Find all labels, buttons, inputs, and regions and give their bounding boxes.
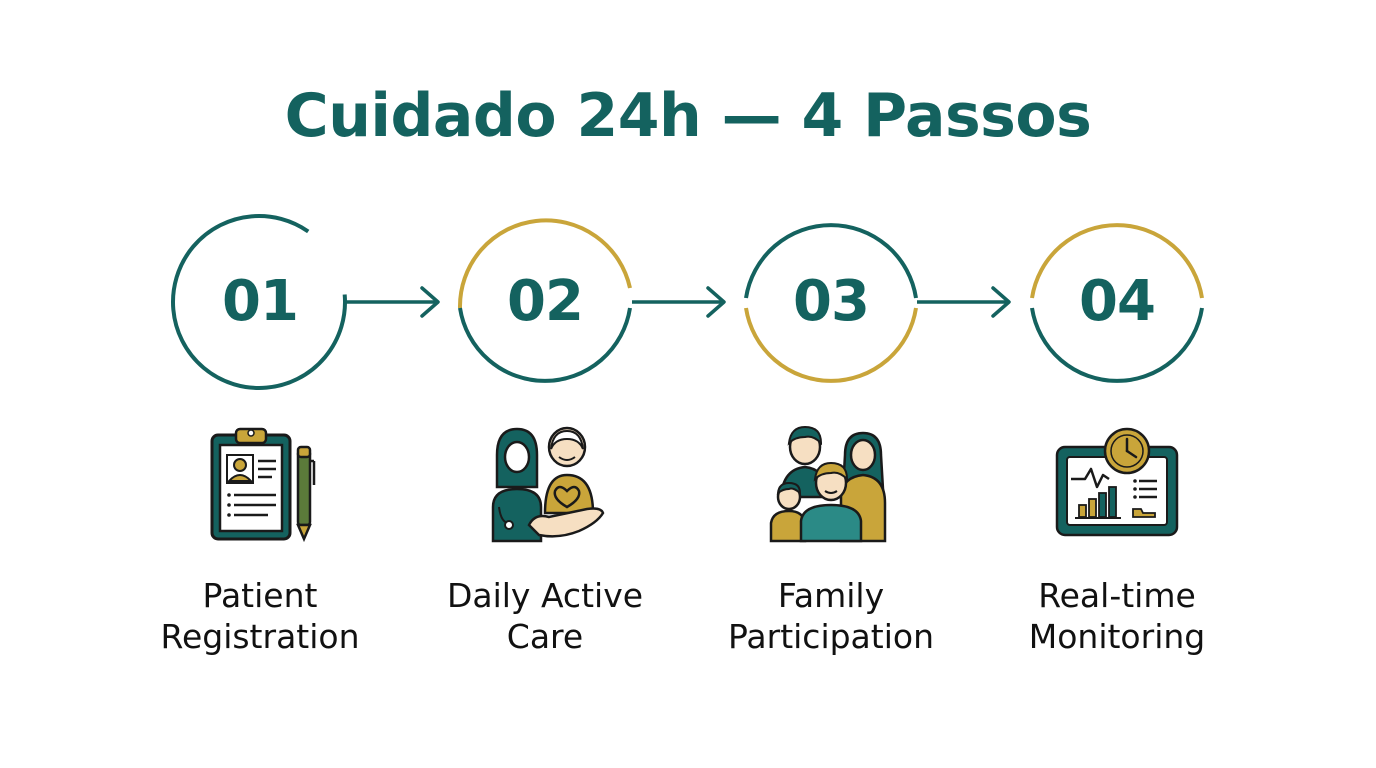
step-1-label-line1: Patient <box>202 576 318 615</box>
step-3-number: 03 <box>793 269 870 334</box>
caregiver-elderly-icon <box>491 426 605 543</box>
step-3-label-line2: Participation <box>727 617 934 656</box>
arrow-1-to-2 <box>346 286 440 318</box>
step-3: 03 Family Participation <box>728 0 1043 768</box>
step-2-label: Daily Active Care <box>395 575 695 657</box>
monitor-clock-icon <box>1055 427 1179 537</box>
step-2-label-line1: Daily Active <box>446 576 644 615</box>
step-2: 02 Daily Active Care <box>447 0 757 768</box>
step-1-label: Patient Registration <box>110 575 410 657</box>
clipboard-patient-icon <box>210 427 316 543</box>
step-3-ring <box>744 223 918 383</box>
step-4-label-line1: Real-time <box>1038 576 1196 615</box>
step-2-ring <box>457 218 632 383</box>
step-4-number: 04 <box>1079 269 1156 334</box>
step-4: 04 Real-time Monitoring <box>1029 0 1329 768</box>
step-4-label-line2: Monitoring <box>1028 617 1206 656</box>
step-1: 01 Patient Registration <box>161 0 472 768</box>
step-3-label: Family Participation <box>681 575 981 657</box>
page-title: Cuidado 24h — 4 Passos <box>284 81 1092 151</box>
step-4-ring <box>1030 223 1204 383</box>
step-1-number: 01 <box>222 269 299 334</box>
arrow-2-to-3 <box>632 286 726 318</box>
step-4-label: Real-time Monitoring <box>967 575 1267 657</box>
step-2-number: 02 <box>507 269 584 334</box>
step-1-label-line2: Registration <box>160 617 360 656</box>
step-3-label-line1: Family <box>777 576 885 615</box>
step-1-ring <box>171 214 347 390</box>
step-2-label-line2: Care <box>506 617 584 656</box>
arrow-3-to-4 <box>917 286 1011 318</box>
family-group-icon <box>769 425 887 543</box>
